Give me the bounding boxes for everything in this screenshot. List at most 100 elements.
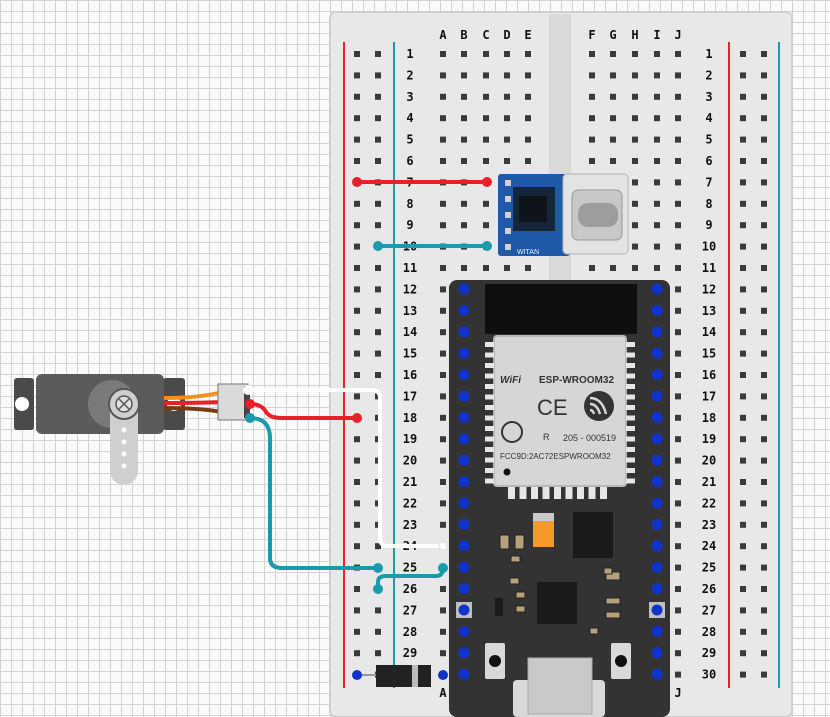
- breadboard-hole[interactable]: [761, 286, 767, 293]
- breadboard-hole[interactable]: [375, 350, 381, 357]
- breadboard-hole[interactable]: [654, 158, 660, 164]
- esp32-pin[interactable]: [458, 625, 470, 637]
- esp32-pin[interactable]: [458, 476, 470, 488]
- breadboard-hole[interactable]: [440, 72, 446, 79]
- breadboard-hole[interactable]: [354, 586, 360, 592]
- breadboard-hole[interactable]: [740, 436, 746, 443]
- breadboard-hole[interactable]: [675, 457, 681, 464]
- breadboard-hole[interactable]: [761, 307, 767, 314]
- breadboard-hole[interactable]: [354, 479, 360, 485]
- breadboard-hole[interactable]: [440, 93, 446, 100]
- esp32-pin[interactable]: [651, 647, 663, 659]
- breadboard-hole[interactable]: [440, 350, 446, 357]
- esp32-pin[interactable]: [458, 561, 470, 573]
- breadboard-hole[interactable]: [375, 543, 381, 550]
- breadboard-hole[interactable]: [675, 222, 681, 229]
- breadboard-hole[interactable]: [675, 200, 681, 207]
- breadboard-hole[interactable]: [354, 500, 360, 507]
- breadboard-hole[interactable]: [589, 72, 595, 79]
- breadboard-hole[interactable]: [675, 607, 681, 614]
- esp32-pin[interactable]: [458, 583, 470, 595]
- breadboard-hole[interactable]: [504, 136, 510, 143]
- breadboard-hole[interactable]: [440, 329, 446, 336]
- breadboard-hole[interactable]: [354, 200, 360, 207]
- esp32-pin[interactable]: [651, 561, 663, 573]
- breadboard-hole[interactable]: [675, 51, 681, 57]
- breadboard-hole[interactable]: [610, 136, 616, 143]
- breadboard-hole[interactable]: [761, 564, 767, 571]
- breadboard-hole[interactable]: [761, 136, 767, 143]
- esp32-pin[interactable]: [651, 518, 663, 530]
- breadboard-hole[interactable]: [740, 543, 746, 550]
- breadboard-hole[interactable]: [761, 200, 767, 207]
- breadboard-hole[interactable]: [461, 222, 467, 229]
- esp32-pin[interactable]: [458, 411, 470, 423]
- breadboard-hole[interactable]: [483, 115, 489, 122]
- breadboard-hole[interactable]: [675, 650, 681, 657]
- esp32-pin[interactable]: [651, 604, 663, 616]
- esp32-pin[interactable]: [651, 476, 663, 488]
- breadboard-hole[interactable]: [675, 372, 681, 378]
- breadboard-hole[interactable]: [354, 158, 360, 164]
- breadboard-hole[interactable]: [483, 265, 489, 271]
- esp32-pin[interactable]: [651, 411, 663, 423]
- breadboard-hole[interactable]: [440, 628, 446, 635]
- breadboard-hole[interactable]: [675, 93, 681, 100]
- breadboard-hole[interactable]: [354, 436, 360, 443]
- breadboard-hole[interactable]: [589, 158, 595, 164]
- breadboard-hole[interactable]: [761, 329, 767, 336]
- esp32-pin[interactable]: [651, 433, 663, 445]
- breadboard-hole[interactable]: [375, 286, 381, 293]
- breadboard-hole[interactable]: [675, 72, 681, 79]
- breadboard-hole[interactable]: [761, 500, 767, 507]
- breadboard-hole[interactable]: [589, 136, 595, 143]
- breadboard-hole[interactable]: [740, 586, 746, 592]
- breadboard-hole[interactable]: [375, 650, 381, 657]
- breadboard-hole[interactable]: [589, 93, 595, 100]
- breadboard-hole[interactable]: [375, 222, 381, 229]
- breadboard-hole[interactable]: [483, 72, 489, 79]
- breadboard-hole[interactable]: [375, 307, 381, 314]
- breadboard-hole[interactable]: [610, 265, 616, 271]
- breadboard-hole[interactable]: [354, 457, 360, 464]
- esp32-pin[interactable]: [458, 668, 470, 680]
- breadboard-hole[interactable]: [675, 628, 681, 635]
- esp32-pin[interactable]: [458, 647, 470, 659]
- breadboard-hole[interactable]: [761, 51, 767, 57]
- breadboard-hole[interactable]: [675, 350, 681, 357]
- breadboard-hole[interactable]: [354, 265, 360, 271]
- breadboard-hole[interactable]: [354, 115, 360, 122]
- breadboard-hole[interactable]: [354, 307, 360, 314]
- breadboard-hole[interactable]: [740, 265, 746, 271]
- breadboard-hole[interactable]: [354, 393, 360, 400]
- breadboard-hole[interactable]: [354, 222, 360, 229]
- breadboard-hole[interactable]: [675, 307, 681, 314]
- esp32-pin[interactable]: [458, 497, 470, 509]
- breadboard-hole[interactable]: [675, 521, 681, 528]
- breadboard-hole[interactable]: [740, 115, 746, 122]
- breadboard-hole[interactable]: [675, 136, 681, 143]
- breadboard-hole[interactable]: [740, 93, 746, 100]
- breadboard-hole[interactable]: [504, 115, 510, 122]
- breadboard-hole[interactable]: [740, 457, 746, 464]
- breadboard-hole[interactable]: [675, 158, 681, 164]
- breadboard-hole[interactable]: [504, 265, 510, 271]
- breadboard-hole[interactable]: [761, 607, 767, 614]
- breadboard-hole[interactable]: [675, 115, 681, 122]
- esp32-devkit[interactable]: WiFi ESP-WROOM32 CE R 205 - 000519 FCC9D…: [449, 280, 670, 717]
- breadboard-hole[interactable]: [654, 265, 660, 271]
- breadboard-hole[interactable]: [610, 72, 616, 79]
- breadboard-hole[interactable]: [632, 158, 638, 164]
- breadboard-hole[interactable]: [740, 243, 746, 250]
- breadboard-hole[interactable]: [740, 158, 746, 164]
- breadboard-hole[interactable]: [440, 307, 446, 314]
- breadboard-hole[interactable]: [440, 115, 446, 122]
- breadboard-hole[interactable]: [440, 607, 446, 614]
- breadboard-hole[interactable]: [740, 350, 746, 357]
- breadboard-hole[interactable]: [440, 372, 446, 378]
- usb-c-power-module[interactable]: WITAN: [498, 173, 629, 256]
- breadboard-hole[interactable]: [525, 115, 531, 122]
- esp32-pin[interactable]: [458, 283, 470, 295]
- breadboard-hole[interactable]: [354, 628, 360, 635]
- breadboard-hole[interactable]: [461, 200, 467, 207]
